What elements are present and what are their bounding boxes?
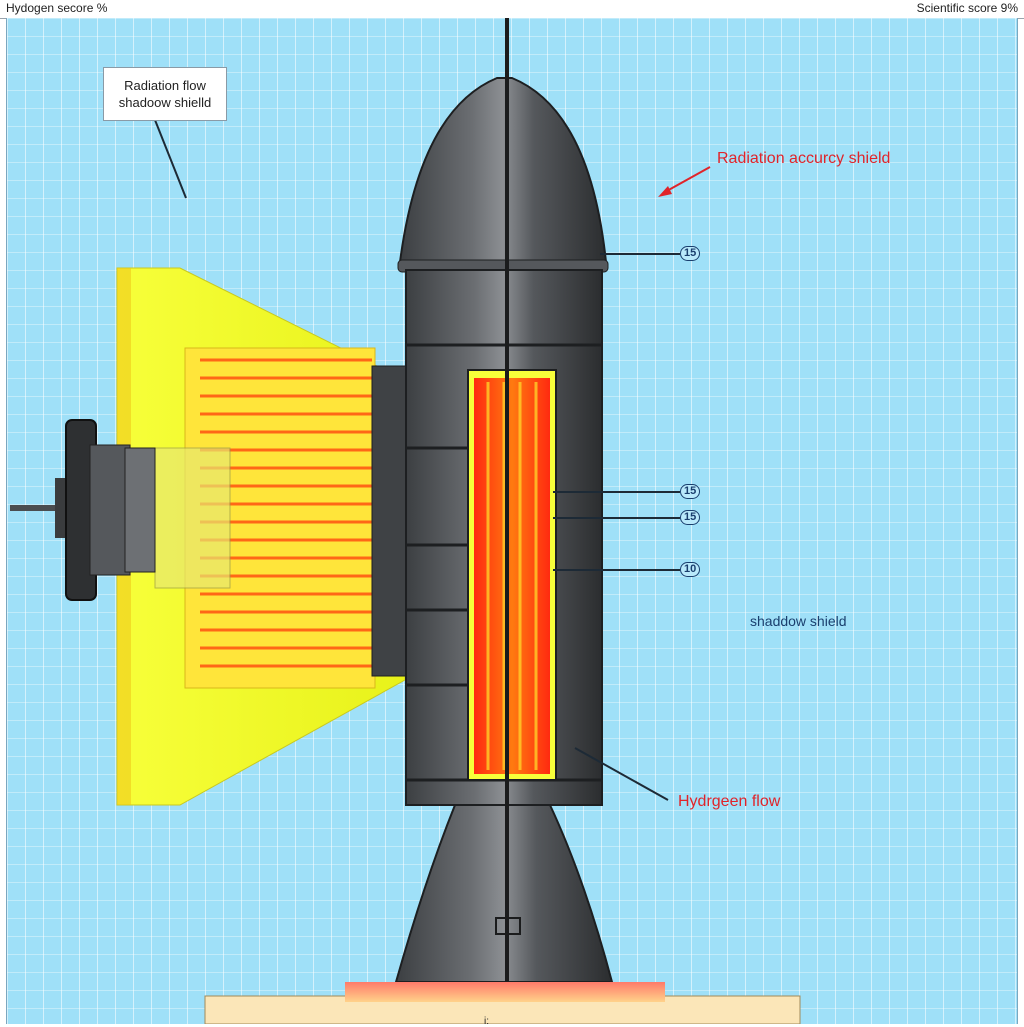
- rod-clamp: [495, 917, 521, 935]
- callout-line-2: shadoow shielld: [118, 95, 212, 110]
- exhaust-nozzle: [394, 804, 614, 983]
- tag-4: 10: [680, 562, 701, 577]
- radiation-flow-callout: Radiation flow shadoow shielld: [103, 67, 227, 121]
- nose-cone: [398, 77, 608, 263]
- heat-core: [467, 369, 557, 781]
- left-title: Hydogen secore %: [6, 1, 108, 15]
- tag-2: 15: [680, 484, 701, 499]
- leader-lines: [154, 119, 680, 801]
- red-arrow: [658, 166, 711, 197]
- tag-1: 15: [680, 246, 701, 261]
- gear-mechanism: [10, 419, 156, 601]
- shadow-shield-label: shaddow shield: [750, 613, 847, 629]
- exhaust-glow: [345, 982, 665, 1002]
- bottom-mark: i:: [484, 1016, 489, 1027]
- tag-3: 15: [680, 510, 701, 525]
- callout-line-1: Radiation flow: [124, 78, 206, 93]
- radiation-shield-label: Radiation accurcy shield: [717, 150, 891, 167]
- radiation-stripes: [154, 347, 376, 689]
- right-title: Scientific score 9%: [916, 1, 1018, 15]
- hydrogen-flow-label: Hydrgeen flow: [678, 793, 781, 810]
